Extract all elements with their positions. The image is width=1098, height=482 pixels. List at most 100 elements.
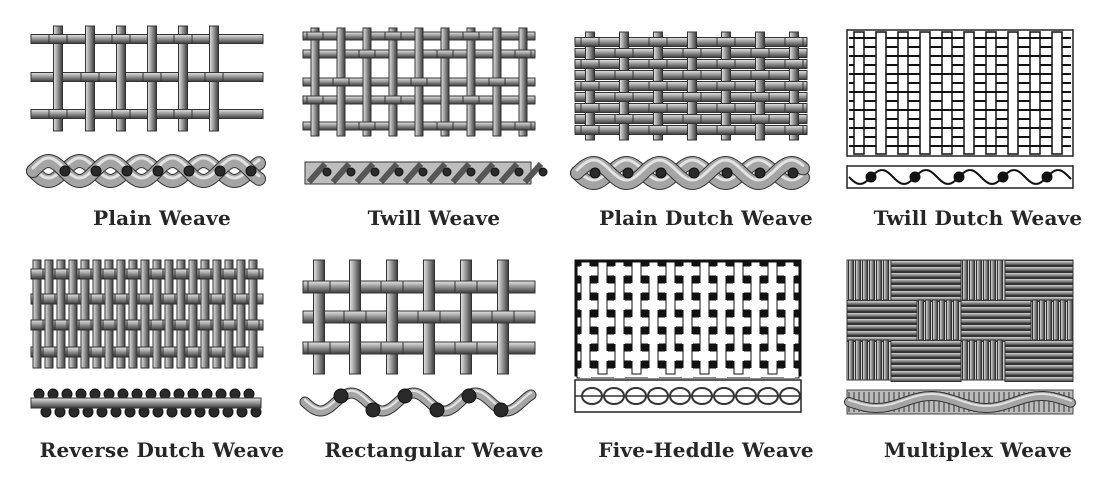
twill-weave-illustration — [302, 27, 548, 185]
cross-section-twist — [426, 162, 448, 184]
horizontal-wire — [1004, 272, 1074, 278]
horizontal-wire-over — [597, 317, 608, 327]
horizontal-wire — [614, 114, 634, 124]
cross-section-dot — [953, 171, 965, 183]
horizontal-wire — [580, 125, 600, 135]
horizontal-wire-over — [614, 300, 625, 310]
horizontal-wire — [114, 293, 128, 305]
horizontal-wire — [173, 34, 193, 44]
horizontal-wire — [42, 293, 56, 305]
reverse-dutch-weave-illustration — [30, 259, 264, 418]
horizontal-wire — [716, 81, 736, 91]
horizontal-wire — [48, 34, 68, 44]
horizontal-wire — [514, 121, 532, 131]
vertical-wire — [755, 31, 765, 141]
horizontal-wire — [1004, 376, 1074, 382]
horizontal-wire-over — [750, 334, 761, 344]
horizontal-wire — [1004, 290, 1074, 296]
horizontal-wire-over — [631, 283, 642, 293]
horizontal-wire — [890, 352, 962, 358]
plain-weave-panel: Plain Weave — [25, 0, 299, 240]
horizontal-wire — [682, 92, 702, 102]
horizontal-wire-over — [699, 317, 710, 327]
horizontal-wire — [111, 34, 131, 44]
horizontal-wire-over — [682, 266, 693, 276]
horizontal-wire — [173, 109, 193, 119]
horizontal-wire — [102, 319, 116, 331]
horizontal-wire — [234, 293, 248, 305]
horizontal-wire-over — [614, 266, 625, 276]
multiplex-weave-illustration — [844, 259, 1076, 415]
horizontal-wire — [580, 81, 600, 91]
cross-section-dot — [655, 167, 667, 179]
horizontal-wire-over — [597, 283, 608, 293]
vertical-wire — [362, 27, 372, 137]
cross-section-twist — [378, 162, 400, 184]
vertical-wire — [1007, 31, 1019, 155]
horizontal-wire-over — [716, 368, 727, 378]
horizontal-wire — [384, 31, 402, 41]
horizontal-wire — [90, 293, 104, 305]
horizontal-wire — [30, 268, 44, 280]
horizontal-wire — [960, 318, 1032, 324]
vertical-wire — [104, 259, 114, 369]
vertical-wire — [188, 259, 198, 369]
horizontal-wire — [111, 109, 131, 119]
vertical-wire — [997, 339, 1003, 381]
horizontal-wire — [380, 280, 404, 294]
vertical-wire — [784, 261, 795, 375]
horizontal-wire — [682, 48, 702, 58]
cross-section-dot — [622, 167, 634, 179]
horizontal-wire — [648, 59, 668, 69]
horizontal-wire — [102, 268, 116, 280]
reverse-dutch-weave-caption: Reverse Dutch Weave — [39, 438, 285, 462]
vertical-wire — [236, 259, 246, 369]
vertical-wire — [875, 31, 887, 155]
horizontal-wire — [222, 319, 236, 331]
horizontal-wire — [846, 324, 918, 330]
horizontal-wire — [846, 318, 918, 324]
horizontal-wire-over — [665, 317, 676, 327]
cross-section-highlight — [575, 158, 805, 182]
horizontal-wire — [198, 268, 212, 280]
horizontal-wire — [890, 266, 962, 272]
horizontal-wire — [246, 319, 260, 331]
horizontal-wire — [784, 103, 804, 113]
horizontal-wire-over — [784, 300, 795, 310]
horizontal-wire-over — [716, 334, 727, 344]
cross-section-dot — [370, 167, 380, 177]
horizontal-wire — [210, 346, 224, 358]
cross-section-wire — [571, 156, 809, 190]
vertical-wire — [176, 259, 186, 369]
vertical-wire — [750, 261, 761, 375]
twill-dutch-weave-caption: Twill Dutch Weave — [873, 206, 1083, 230]
horizontal-wire-over — [580, 334, 591, 344]
vertical-wire — [92, 259, 102, 369]
horizontal-wire — [343, 310, 367, 324]
horizontal-wire — [90, 346, 104, 358]
horizontal-wire — [150, 319, 164, 331]
horizontal-wire — [716, 103, 736, 113]
vertical-wire — [946, 299, 952, 341]
vertical-wire — [140, 259, 150, 369]
horizontal-wire — [246, 268, 260, 280]
vertical-wire — [855, 339, 861, 381]
horizontal-wire — [66, 346, 80, 358]
cross-section-dot — [997, 171, 1009, 183]
cross-section-dot — [721, 167, 733, 179]
horizontal-wire — [1004, 278, 1074, 284]
horizontal-wire — [332, 77, 350, 87]
vertical-wire — [963, 31, 975, 155]
horizontal-wire — [66, 293, 80, 305]
vertical-wire — [918, 299, 924, 341]
twill-weave-caption: Twill Weave — [367, 206, 501, 230]
horizontal-wire-over — [614, 334, 625, 344]
horizontal-wire — [174, 268, 188, 280]
cross-section-dot — [152, 165, 164, 177]
horizontal-wire — [78, 268, 92, 280]
cross-section-highlight — [575, 158, 805, 182]
vertical-wire — [1060, 299, 1066, 341]
vertical-wire — [869, 259, 875, 301]
vertical-wire — [990, 339, 996, 381]
vertical-wire — [869, 339, 875, 381]
